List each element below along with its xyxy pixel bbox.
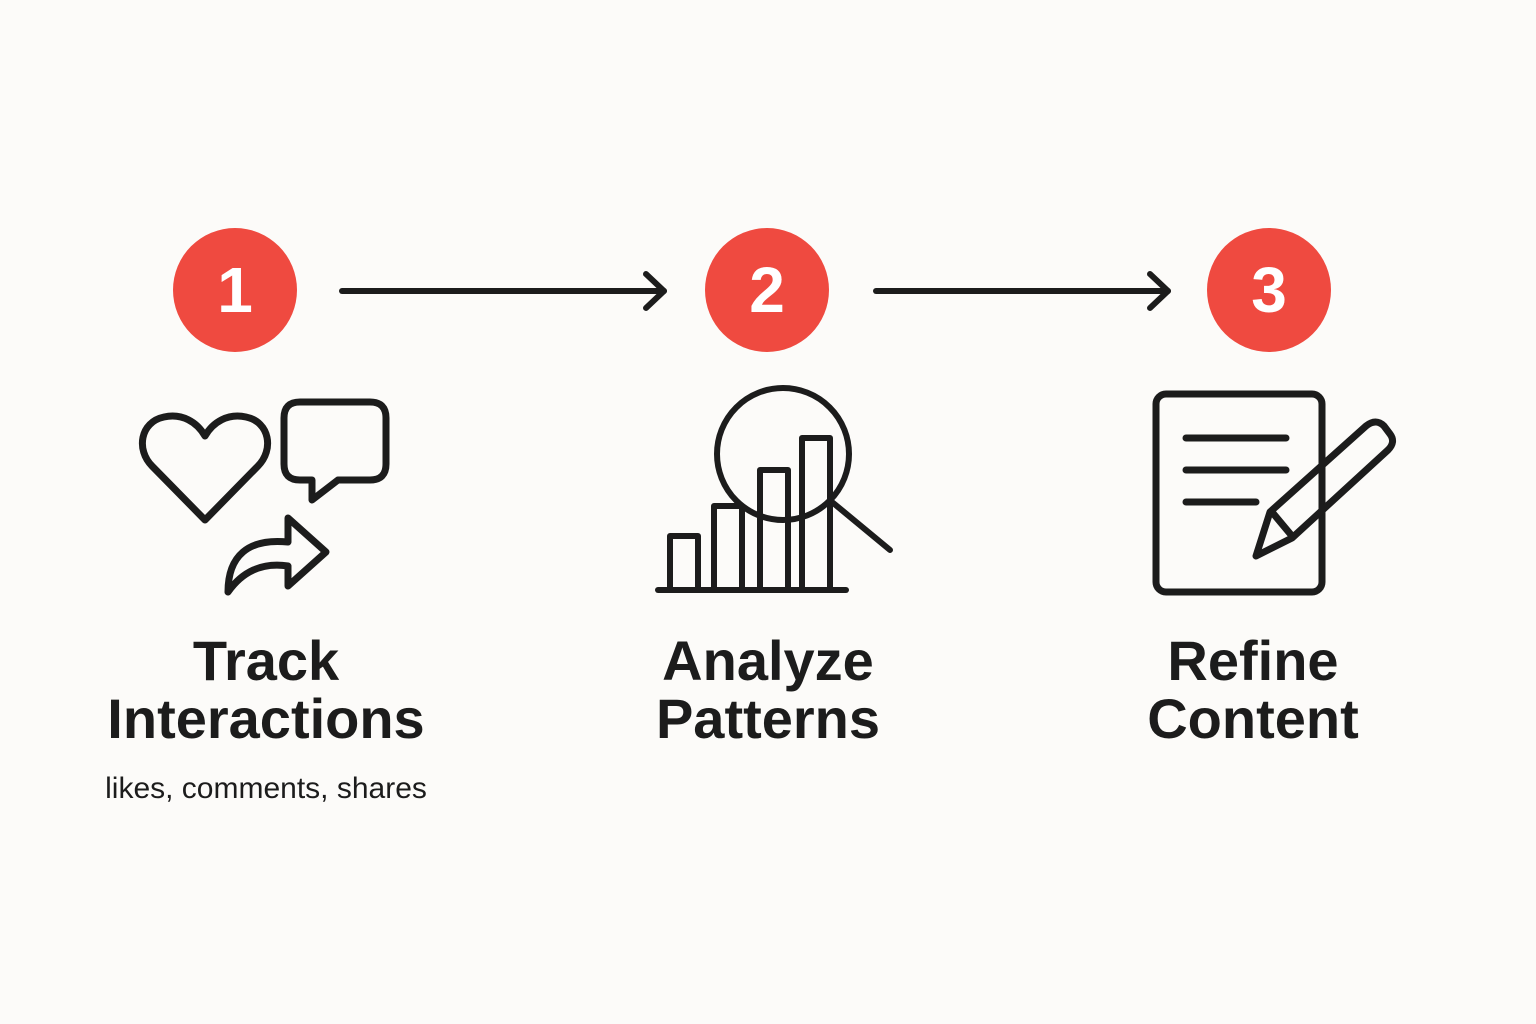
step-3-title-line1: Refine [1167, 629, 1339, 692]
analysis-icon-group [655, 385, 893, 593]
step-1-badge: 1 [173, 228, 297, 352]
step-3-title: Refine Content [1053, 632, 1453, 748]
share-arrow-icon [224, 514, 330, 596]
document-icon [1152, 390, 1326, 596]
step-2-title-line1: Analyze [662, 629, 874, 692]
step-2-title: Analyze Patterns [568, 632, 968, 748]
bar-chart-icon [655, 435, 849, 593]
comment-bubble-icon [280, 398, 390, 504]
arrow-right-icon [873, 271, 1171, 311]
magnifier-icon [714, 385, 893, 553]
step-1-title-line1: Track [192, 629, 340, 692]
step-1-title: Track Interactions [66, 632, 466, 748]
arrow-right-icon [339, 271, 667, 311]
pencil-icon [1252, 418, 1397, 560]
step-2-badge: 2 [705, 228, 829, 352]
step-1-title-line2: Interactions [107, 687, 425, 750]
step-1-subtitle: likes, comments, shares [105, 772, 427, 805]
heart-icon [139, 412, 271, 524]
step-2-title-line2: Patterns [655, 687, 881, 750]
interactions-icon-group [139, 398, 390, 596]
step-3-badge: 3 [1207, 228, 1331, 352]
step-3-title-line2: Content [1147, 687, 1359, 750]
refine-icon-group [1152, 390, 1397, 596]
